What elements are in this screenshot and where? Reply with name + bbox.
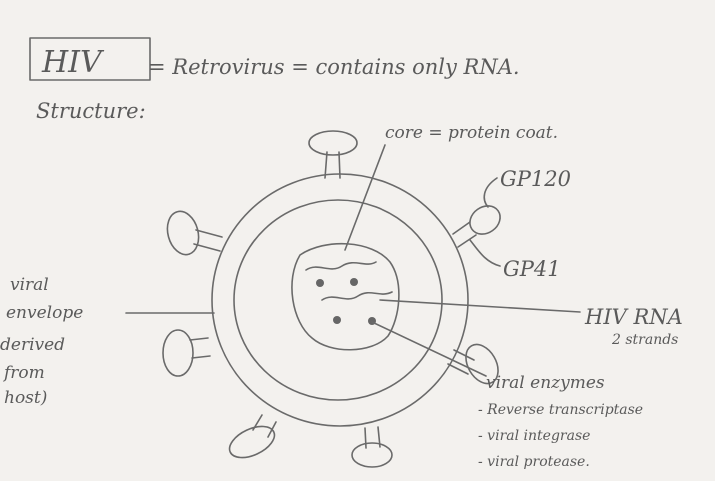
viral-envelope-inner [233, 199, 443, 401]
rna-label-line-1: HIV RNA [584, 305, 683, 329]
envelope-label-line-5: host) [4, 388, 47, 408]
spike-top [308, 130, 358, 179]
hiv-title-box [29, 37, 151, 81]
enzyme-dot [316, 279, 324, 287]
spike-left-lower [162, 329, 211, 377]
structure-label: Structure: [36, 99, 146, 123]
spikes [162, 130, 501, 468]
spike-left-upper [166, 210, 223, 256]
envelope-label-line-4: from [2, 363, 45, 383]
retrovirus-definition: = Retrovirus = contains only RNA. [148, 55, 520, 79]
enzymes-label-line-1: viral enzymes [486, 373, 605, 393]
rna-strand-1 [305, 261, 377, 271]
leader-core [344, 144, 386, 251]
envelope-label-line-3: derived [0, 335, 65, 355]
spike-bottom-right [351, 426, 393, 468]
spike-bottom-left [228, 414, 277, 459]
rna-strand-2 [321, 291, 393, 301]
enzymes-label: viral enzymes - Reverse transcriptase - … [478, 373, 643, 470]
rna-label-line-2: 2 strands [611, 332, 678, 348]
enzymes-label-line-4: - viral protease. [478, 454, 590, 470]
gp120-label: GP120 [500, 167, 571, 191]
envelope-label: viral envelope derived from host) [0, 275, 83, 408]
enzymes-label-line-2: - Reverse transcriptase [478, 402, 643, 418]
enzyme-dot [350, 278, 358, 286]
gp41-label: GP41 [503, 257, 561, 281]
spike-gp120 [452, 205, 501, 248]
protein-core [291, 242, 400, 351]
rna-label: HIV RNA 2 strands [584, 305, 683, 348]
leader-rna [379, 299, 581, 313]
hiv-title: HIV [41, 45, 105, 80]
leader-gp120 [483, 177, 498, 208]
enzymes-label-line-3: - viral integrase [478, 428, 590, 444]
viral-envelope-outer [211, 173, 469, 427]
leader-lines [125, 144, 581, 377]
enzyme-dot [333, 316, 341, 324]
envelope-label-line-2: envelope [6, 303, 83, 323]
leader-gp41 [469, 239, 501, 267]
core-label: core = protein coat. [385, 123, 558, 143]
envelope-label-line-1: viral [10, 275, 49, 295]
heading: HIV = Retrovirus = contains only RNA. [29, 37, 520, 81]
leader-enzymes [371, 321, 487, 377]
